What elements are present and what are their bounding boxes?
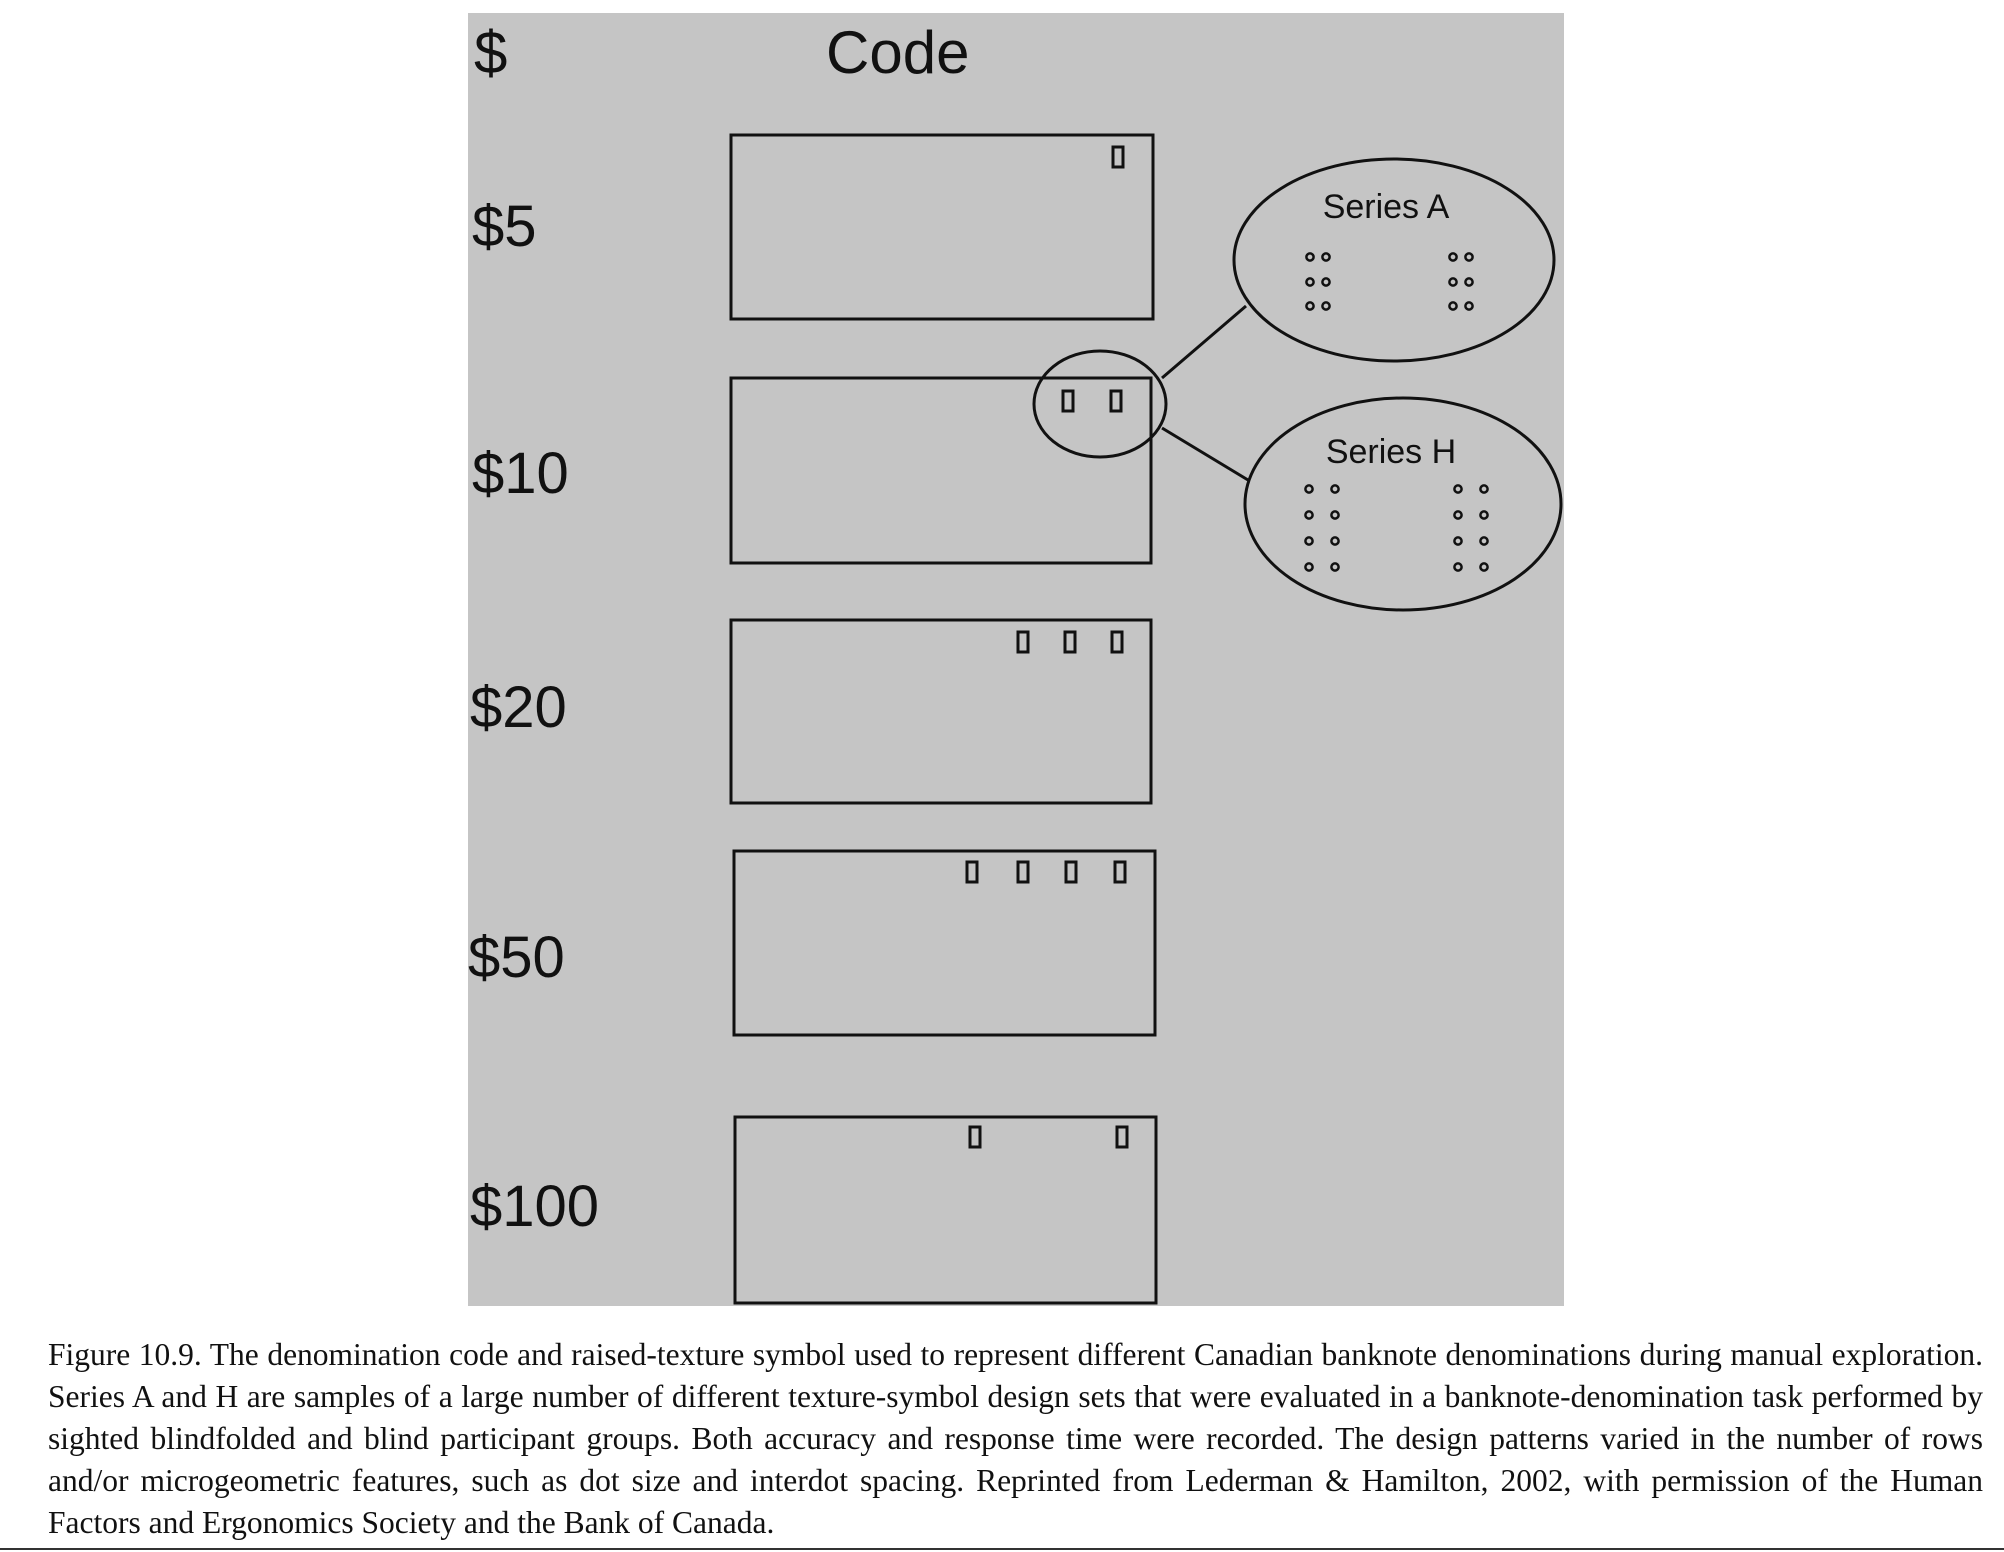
banknote-100: [733, 1115, 1158, 1305]
row-10: $10: [472, 349, 1168, 565]
texture-dot: [1453, 562, 1463, 572]
header-dollar: $: [474, 19, 507, 86]
texture-dot: [1479, 510, 1489, 520]
texture-dot: [1448, 277, 1458, 287]
texture-dot: [1479, 562, 1489, 572]
code-mark: [1016, 860, 1030, 884]
texture-dot: [1304, 510, 1314, 520]
callout-series-a: Series A: [1232, 157, 1556, 363]
code-marks-10: [1061, 389, 1123, 413]
denomination-label-20: $20: [470, 675, 567, 740]
texture-dot: [1305, 252, 1315, 262]
series-a-dots-left: [1305, 252, 1331, 311]
series-a-label: Series A: [1323, 188, 1450, 226]
series-a-dots-right: [1448, 252, 1474, 311]
callout-series-h: Series H: [1243, 396, 1563, 612]
row-50: $50: [468, 849, 1157, 1037]
banknote-10: [729, 376, 1153, 565]
banknote-50: [732, 849, 1157, 1037]
texture-dot: [1464, 301, 1474, 311]
code-marks-100: [968, 1125, 1129, 1149]
code-mark: [1016, 630, 1030, 654]
code-mark: [1061, 389, 1075, 413]
texture-dot: [1448, 252, 1458, 262]
code-mark: [1111, 145, 1125, 169]
code-mark: [1113, 860, 1127, 884]
code-mark: [1115, 1125, 1129, 1149]
texture-dot: [1330, 510, 1340, 520]
series-h-dots-left: [1304, 484, 1340, 572]
denomination-label-100: $100: [470, 1174, 599, 1239]
code-mark: [1109, 389, 1123, 413]
texture-dot: [1464, 252, 1474, 262]
magnifier-circle: [1032, 349, 1168, 459]
texture-dot: [1305, 277, 1315, 287]
texture-dot: [1448, 301, 1458, 311]
texture-dot: [1304, 562, 1314, 572]
callout-ellipse: [1243, 396, 1563, 612]
texture-dot: [1330, 536, 1340, 546]
code-mark: [1110, 630, 1124, 654]
texture-dot: [1453, 484, 1463, 494]
banknote-5: [729, 133, 1155, 321]
texture-dot: [1453, 536, 1463, 546]
header-code: Code: [826, 19, 969, 86]
texture-dot: [1330, 562, 1340, 572]
banknote-code-diagram: $ Code $5 $10 $20: [468, 19, 1563, 1305]
texture-dot: [1321, 252, 1331, 262]
texture-dot: [1304, 536, 1314, 546]
denomination-label-50: $50: [468, 925, 565, 990]
texture-dot: [1321, 277, 1331, 287]
code-mark: [968, 1125, 982, 1149]
figure-panel: $ Code $5 $10 $20: [468, 13, 1564, 1306]
code-mark: [1064, 860, 1078, 884]
code-marks-50: [965, 860, 1127, 884]
banknote-20: [729, 618, 1153, 805]
texture-dot: [1330, 484, 1340, 494]
figure-caption: Figure 10.9. The denomination code and r…: [48, 1337, 1983, 1540]
texture-dot: [1453, 510, 1463, 520]
texture-dot: [1305, 301, 1315, 311]
connector-series-h: [1161, 426, 1249, 482]
connector-series-a: [1161, 304, 1247, 380]
row-20: $20: [470, 618, 1153, 805]
texture-dot: [1464, 277, 1474, 287]
denomination-label-10: $10: [472, 441, 569, 506]
series-h-dots-right: [1453, 484, 1489, 572]
texture-dot: [1479, 484, 1489, 494]
row-100: $100: [470, 1115, 1158, 1305]
denomination-label-5: $5: [472, 194, 537, 259]
bottom-rule: [0, 1548, 2004, 1550]
code-marks-5: [1111, 145, 1125, 169]
texture-dot: [1479, 536, 1489, 546]
series-h-label: Series H: [1326, 433, 1456, 471]
code-marks-20: [1016, 630, 1124, 654]
texture-dot: [1321, 301, 1331, 311]
texture-dot: [1304, 484, 1314, 494]
code-mark: [965, 860, 979, 884]
callout-ellipse: [1232, 157, 1556, 363]
code-mark: [1063, 630, 1077, 654]
row-5: $5: [472, 133, 1155, 321]
